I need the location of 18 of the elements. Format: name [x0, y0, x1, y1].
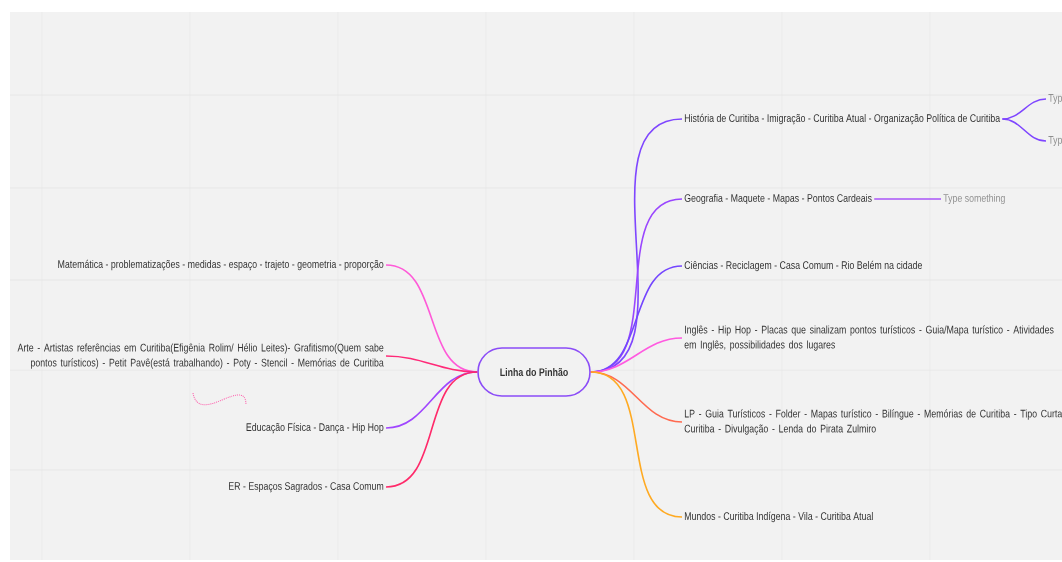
branch-line	[873, 198, 942, 200]
placeholder-text: Typ	[1048, 136, 1062, 146]
placeholder-text: Type something	[943, 193, 1005, 205]
branch-topic-text: LP - Guia Turísticos - Folder - Mapas turístico - Bilíngue - Memórias de Curitiba - Tipo Curta Curitiba - Divulgação - Lenda do Pirata Zulmiro	[684, 409, 1062, 435]
branch-topic-text: Matemática - problematizações - medidas - espaço - trajeto - geometria - proporção	[58, 259, 384, 271]
branch-line	[590, 371, 683, 518]
branch-topic-text: História de Curitiba - Imigração - Curitiba Atual - Organização Política de Curitiba	[684, 113, 1001, 125]
branch-topic-text: Educação Física - Dança - Hip Hop	[246, 422, 384, 434]
branch-topic-text: Geografia - Maquete - Mapas - Pontos Cardeais	[684, 193, 872, 205]
branch-topic-text: Mundos - Curitiba Indígena - Vila - Curitiba Atual	[684, 511, 873, 523]
branch-line	[1001, 118, 1047, 142]
branch-topic-text: Inglês - Hip Hop - Placas que sinalizam pontos turísticos - Guia/Mapa turístico - Atividades em Inglês, possibilidades dos lugares	[684, 325, 1054, 351]
branch-line	[385, 371, 478, 488]
branch-topic-text: Ciências - Reciclagem - Casa Comum - Rio Belém na cidade	[684, 260, 922, 272]
central-topic-box: Linha do Pinhão	[477, 347, 591, 397]
branch-topic-text: ER - Espaços Sagrados - Casa Comum	[229, 481, 384, 493]
placeholder-text: Typ	[1048, 94, 1062, 104]
branch-topic-text: Arte - Artistas referências em Curitiba(Efigênia Rolim/ Hélio Leites)- Grafitismo(Quem sabe pontos turísticos) - Petit Pavê(está trabalhando) - Poty - Stencil - Memórias de Curitiba	[17, 343, 384, 369]
